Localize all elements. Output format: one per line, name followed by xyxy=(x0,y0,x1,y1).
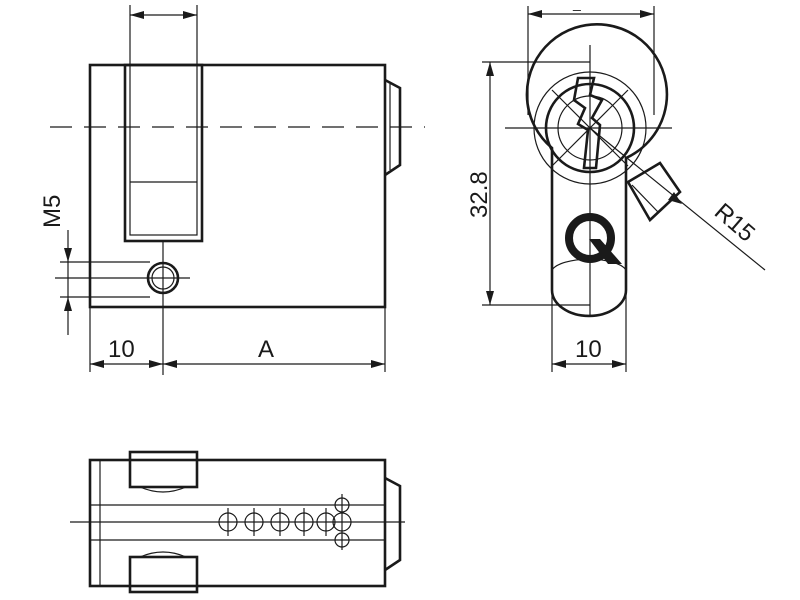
height-arrow-top xyxy=(486,62,494,76)
top-cam-upper xyxy=(128,450,199,489)
top-body-outline xyxy=(88,458,387,588)
cam-lever-line xyxy=(631,184,659,213)
m5-arrow-top xyxy=(64,248,72,262)
top-width-label: _ xyxy=(572,0,581,11)
cam-dim-arrow-left xyxy=(130,11,144,19)
pin-stack xyxy=(218,494,352,550)
cylinder-body-outline xyxy=(88,63,387,309)
height-arrow-bottom xyxy=(486,291,494,305)
cam-width-arrow-left xyxy=(552,360,566,368)
cam-lever xyxy=(626,161,682,223)
length-label: A xyxy=(258,336,274,363)
offset-arrow-right xyxy=(149,360,163,368)
m5-arrow-bottom xyxy=(64,297,72,311)
profile-outline xyxy=(525,23,669,318)
length-arrow-right xyxy=(371,360,385,368)
top-cam-curve-1 xyxy=(139,486,187,493)
q-logo: Q xyxy=(565,213,622,264)
height-label: 32.8 xyxy=(466,171,493,218)
cam-dim-arrow-right xyxy=(183,11,197,19)
cam-width-arrow-right xyxy=(612,360,626,368)
length-arrow-left xyxy=(163,360,177,368)
cam-slot xyxy=(123,63,204,243)
cam-slot-inner xyxy=(129,64,198,236)
cam-width-label: 10 xyxy=(575,336,602,363)
radius-arrow xyxy=(668,192,682,204)
side-view: M5 10 A xyxy=(39,5,425,375)
keyway xyxy=(572,76,604,170)
top-arrow-right xyxy=(640,10,654,18)
top-view xyxy=(70,450,405,594)
top-tail-piece xyxy=(384,476,402,572)
radius-label: R15 xyxy=(709,198,760,247)
top-arrow-left xyxy=(528,10,542,18)
offset-label: 10 xyxy=(108,336,135,363)
end-view: R15 Q 32.8 _ 10 xyxy=(466,0,766,372)
offset-arrow-left xyxy=(90,360,104,368)
m5-label: M5 xyxy=(39,195,66,228)
top-cam-curve-2 xyxy=(139,551,187,558)
